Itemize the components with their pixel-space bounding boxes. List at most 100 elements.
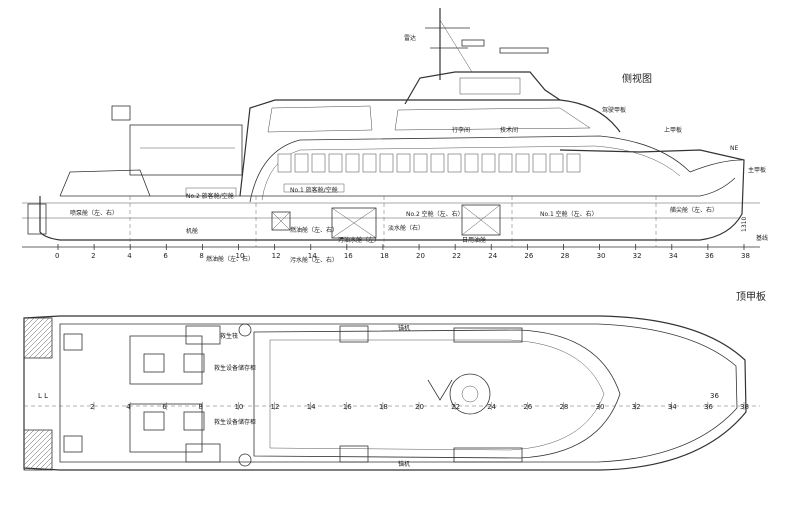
bollard-bottom xyxy=(63,435,83,453)
waterjet-unit xyxy=(27,203,47,235)
label-life-raft: 救生筏 xyxy=(220,332,238,340)
label-passenger-no2: No.2 旅客舱/空舱 xyxy=(186,192,234,200)
label-steering-deck: 驾驶甲板 xyxy=(602,106,626,114)
radar-hub xyxy=(461,385,479,403)
label-water-tank: 淡水舱（右） xyxy=(388,224,424,232)
passenger-window xyxy=(345,153,360,173)
side-tick-label: 14 xyxy=(308,252,317,260)
cabin-side-outline xyxy=(249,135,691,203)
tank-box-1 xyxy=(331,207,377,239)
hatch-line xyxy=(23,324,53,354)
passenger-room-no1-box xyxy=(283,183,345,193)
label-upper-deck: 上甲板 xyxy=(664,126,682,134)
hatch-line xyxy=(23,317,45,339)
side-tick-label: 32 xyxy=(633,252,642,260)
hatch-line xyxy=(48,354,53,359)
wheelhouse-top-fwd xyxy=(453,327,523,343)
side-tick-label: 34 xyxy=(669,252,678,260)
wheelhouse-top-aft xyxy=(453,447,523,463)
passenger-window xyxy=(362,153,377,173)
passenger-window xyxy=(447,153,462,173)
hatch-line xyxy=(23,441,53,471)
side-tick-label: 16 xyxy=(344,252,353,260)
radar-antenna xyxy=(461,39,485,47)
label-engine-room: 机舱 xyxy=(186,227,198,235)
label-lower-tank: 污油水舱（左） xyxy=(338,236,380,244)
passenger-window xyxy=(396,153,411,173)
life-raft-top xyxy=(185,325,221,345)
hatch-line xyxy=(23,429,45,451)
passenger-window xyxy=(464,153,479,173)
hatch-top xyxy=(339,325,369,343)
upper-house-outline xyxy=(239,99,621,197)
passenger-window xyxy=(481,153,496,173)
hatch-line xyxy=(23,317,35,329)
hatch-line xyxy=(28,446,53,471)
cabin-inner-outline xyxy=(261,145,681,201)
side-tick-label: 4 xyxy=(127,252,132,260)
hatch-line xyxy=(23,436,53,466)
passenger-window xyxy=(566,153,581,173)
top-house-inner xyxy=(269,339,605,451)
aft-deck-shelter xyxy=(59,169,151,197)
label-bow-thruster: 喷泵舱（左、右） xyxy=(70,209,118,217)
hatch-line xyxy=(23,319,53,349)
passenger-window xyxy=(379,153,394,173)
seat-block-3 xyxy=(143,411,165,431)
hatch-line xyxy=(23,429,30,436)
side-tick-label: 36 xyxy=(705,252,714,260)
top-tick-label: 32 xyxy=(632,403,641,411)
label-main-deck: 主甲板 xyxy=(748,166,766,174)
top-tick-label: 14 xyxy=(307,403,316,411)
top-hull-outline xyxy=(23,315,747,471)
hatch-line xyxy=(43,461,53,471)
aft-deck-area-bottom xyxy=(129,403,203,453)
side-tick-label: 8 xyxy=(199,252,203,260)
tank-box-1-x2 xyxy=(331,207,377,239)
label-equip-top: 锚机 xyxy=(398,324,410,332)
label-ref-mark: 36 xyxy=(710,392,719,400)
top-tick-label: 12 xyxy=(271,403,280,411)
wheelhouse-windows xyxy=(459,77,521,95)
anchor-winch-bottom xyxy=(238,453,252,467)
top-tick-label: 36 xyxy=(704,403,713,411)
label-baseline: 基线 xyxy=(756,234,768,242)
passenger-window xyxy=(549,153,564,173)
tank-box-2-x2 xyxy=(461,204,501,236)
side-tick-label: 30 xyxy=(597,252,606,260)
tank-box-3 xyxy=(271,211,291,231)
side-tick-label: 2 xyxy=(91,252,95,260)
label-draft: 1310 xyxy=(741,217,748,232)
radar-antenna-2 xyxy=(499,47,549,54)
label-fuel-tank: 燃油舱（左、右） xyxy=(290,226,338,234)
hatch-line xyxy=(23,429,40,446)
side-tick-label: 6 xyxy=(163,252,168,260)
top-tick-label: 16 xyxy=(343,403,352,411)
upper-windows-aft xyxy=(267,105,373,133)
label-engine-room-note: 燃油舱（左、右） xyxy=(206,255,254,263)
label-luggage: 行李间 xyxy=(452,126,470,134)
top-tick-label: 6 xyxy=(162,403,167,411)
passenger-window xyxy=(311,153,326,173)
hatch-line xyxy=(33,451,53,471)
top-view-title: 顶甲板 xyxy=(736,290,766,303)
wheelhouse-outline xyxy=(404,71,561,105)
top-tick-label: 2 xyxy=(90,403,94,411)
hatch-line xyxy=(43,349,53,359)
passenger-window xyxy=(430,153,445,173)
top-tick-label: 20 xyxy=(415,403,424,411)
main-deck-line xyxy=(60,177,736,197)
label-void-no1: No.1 空舱（左、右） xyxy=(540,210,598,218)
label-equip-bottom: 锚机 xyxy=(398,460,410,468)
upper-windows-fwd xyxy=(394,107,591,131)
passenger-windows xyxy=(277,153,581,173)
hatch-line xyxy=(33,339,53,359)
label-forepeak: 艏尖舱（左、右） xyxy=(670,206,718,214)
label-height-mark: NE xyxy=(730,145,738,152)
top-tick-label: 34 xyxy=(668,403,677,411)
side-tick-label: 0 xyxy=(55,252,59,260)
aft-deck-area-top xyxy=(129,335,203,385)
side-tick-label: 22 xyxy=(452,252,461,260)
top-tick-label: 18 xyxy=(379,403,388,411)
